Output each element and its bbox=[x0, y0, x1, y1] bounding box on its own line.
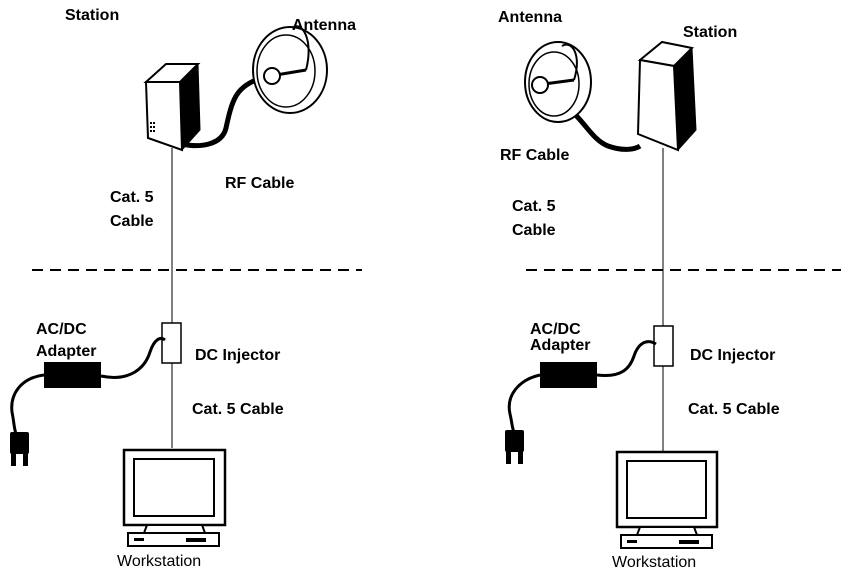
right-plug-cable bbox=[507, 373, 541, 433]
right-cat5-label-line1: Cat. 5 bbox=[512, 198, 556, 215]
right-rf-cable bbox=[564, 104, 642, 152]
left-plug-cable bbox=[10, 373, 45, 435]
right-injector-label: DC Injector bbox=[690, 347, 775, 364]
left-antenna-icon bbox=[252, 25, 328, 114]
left-cat5-label-line1: Cat. 5 bbox=[110, 189, 154, 206]
right-setup: Antenna Station RF Cable Cat. 5 Cable AC… bbox=[498, 9, 841, 571]
right-cat5-cable-label: Cat. 5 Cable bbox=[688, 401, 780, 418]
right-adapter-icon bbox=[540, 362, 597, 388]
right-antenna-icon bbox=[524, 41, 592, 123]
left-setup: Station Antenna RF Cable Cat. 5 Cable AC… bbox=[10, 7, 362, 570]
left-adapter-label-line2: Adapter bbox=[36, 343, 96, 360]
right-station-label: Station bbox=[683, 24, 737, 41]
left-adapter-label-line1: AC/DC bbox=[36, 321, 87, 338]
right-plug-icon bbox=[505, 430, 524, 464]
left-cat5-cable-label: Cat. 5 Cable bbox=[192, 401, 284, 418]
left-cat5-label-line2: Cable bbox=[110, 213, 154, 230]
right-station-icon bbox=[636, 40, 697, 152]
right-power-cable bbox=[596, 340, 657, 378]
left-station-label: Station bbox=[65, 7, 119, 24]
right-dc-injector-icon bbox=[653, 325, 674, 367]
right-workstation-label: Workstation bbox=[612, 554, 696, 571]
left-rf-cable bbox=[181, 77, 258, 149]
right-cat5-label-line2: Cable bbox=[512, 222, 556, 239]
left-workstation-label: Workstation bbox=[117, 553, 201, 570]
left-adapter-icon bbox=[44, 362, 101, 388]
left-station-icon bbox=[143, 62, 201, 152]
right-adapter-label-line1: AC/DC bbox=[530, 321, 581, 338]
left-antenna-label: Antenna bbox=[292, 17, 356, 34]
right-antenna-label: Antenna bbox=[498, 9, 562, 26]
right-adapter-label-line2: Adapter bbox=[530, 337, 590, 354]
left-power-cable bbox=[100, 337, 166, 379]
left-injector-label: DC Injector bbox=[195, 347, 280, 364]
left-rf-cable-label: RF Cable bbox=[225, 175, 294, 192]
left-plug-icon bbox=[10, 432, 29, 466]
right-workstation-icon bbox=[615, 450, 719, 549]
left-workstation-icon bbox=[122, 448, 227, 547]
right-rf-cable-label: RF Cable bbox=[500, 147, 569, 164]
left-dc-injector-icon bbox=[161, 322, 182, 364]
